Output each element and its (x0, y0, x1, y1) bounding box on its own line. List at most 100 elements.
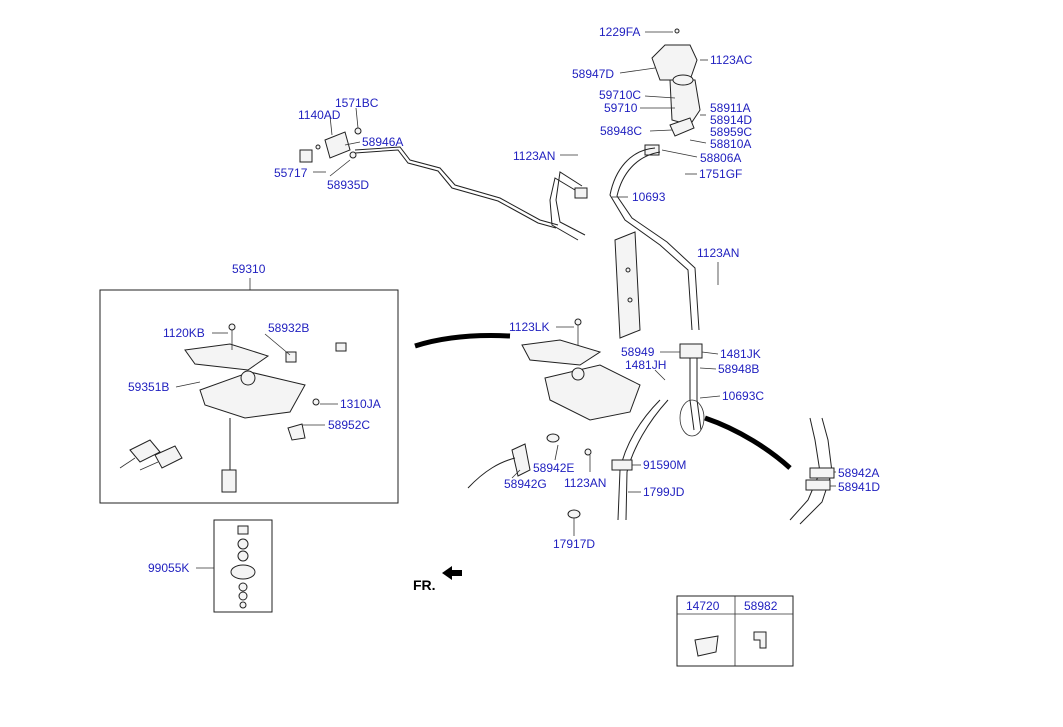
brake-line-tube-2 (354, 149, 557, 229)
bracket-55717 (299, 149, 313, 163)
bolt-1140AD (315, 144, 321, 150)
bracket-hole-1 (625, 267, 631, 273)
label-99055K: 99055K (148, 561, 189, 575)
hose-10693-a (609, 147, 693, 331)
clip-58982-icon (753, 631, 767, 649)
hose-10693-b (616, 151, 700, 331)
hoses-upper (549, 147, 700, 331)
reservoir-59710 (669, 79, 701, 126)
bracket-58947D (651, 44, 698, 81)
clamp-58911A (669, 117, 695, 137)
sensor-lead-a (119, 457, 136, 469)
label-58948C: 58948C (600, 124, 642, 138)
switch-right (335, 342, 347, 352)
label-1229FA: 1229FA (599, 25, 640, 39)
oring-1 (237, 538, 249, 550)
brake-line-tube-1 (354, 146, 559, 226)
label-55717: 55717 (274, 166, 308, 180)
nut-1310JA (312, 398, 320, 406)
mount-bracket (614, 231, 641, 339)
oring-3 (238, 582, 248, 592)
box-59310 (99, 289, 399, 504)
label-58948B: 58948B (718, 362, 759, 376)
label-1140AD: 1140AD (298, 108, 341, 122)
label-1481JH: 1481JH (625, 358, 666, 372)
part-labels: 1229FA 1123AC 58947D 59710C 59710 58911A… (128, 25, 880, 575)
label-58914D: 58914D (710, 113, 752, 127)
leader-lines (175, 31, 836, 536)
oring-5 (239, 601, 247, 609)
valve-58946A (324, 131, 351, 159)
legend-table: 14720 58982 (676, 595, 794, 667)
clamp-91590M (611, 459, 633, 471)
reservoir-assembly (644, 28, 701, 156)
label-58952C: 58952C (328, 418, 370, 432)
hose-lower-b (625, 399, 669, 521)
label-58949: 58949 (621, 345, 655, 359)
clamp-58941D (805, 479, 831, 491)
nut-58935D (349, 151, 357, 159)
detail-circle (679, 399, 705, 437)
oring-4 (238, 591, 248, 601)
label-59310: 59310 (232, 262, 266, 276)
front-label: FR. (413, 577, 436, 593)
pipe-loop-2 (555, 171, 586, 236)
pedal-pivot (240, 370, 256, 386)
connector-58942G (511, 443, 531, 477)
sensor-b (154, 445, 183, 469)
seal-kit-box (196, 519, 273, 613)
label-10693: 10693 (632, 190, 666, 204)
swoosh-right (704, 415, 792, 470)
sensor-lead-b (139, 461, 159, 471)
connector-lead (467, 457, 516, 489)
swoosh-left (414, 333, 511, 349)
front-indicator: FR. (413, 566, 462, 593)
brake-line (299, 127, 559, 229)
label-58911A: 58911A (710, 101, 750, 115)
label-58932B: 58932B (268, 321, 309, 335)
hose-10693C-b (696, 358, 702, 431)
bracket-lower (221, 469, 237, 493)
clamp-58942A (809, 467, 835, 479)
hose-detail-right (789, 417, 835, 525)
label-10693C: 10693C (722, 389, 764, 403)
label-59351B: 59351B (128, 380, 169, 394)
bolt-1123AN-c (584, 448, 592, 456)
label-58947D: 58947D (572, 67, 614, 81)
label-1799JD: 1799JD (643, 485, 685, 499)
bolt-1229FA (674, 28, 680, 34)
oring-2 (237, 550, 249, 562)
label-58810A: 58810A (710, 137, 751, 151)
hose-10693C-a (689, 358, 695, 431)
label-1123AN-mid: 1123AN (697, 246, 739, 260)
pedal-box-59310 (99, 278, 399, 504)
label-58946A: 58946A (362, 135, 403, 149)
label-59710C: 59710C (599, 88, 641, 102)
bracket-hole-2 (627, 297, 633, 303)
label-1120KB: 1120KB (163, 326, 205, 340)
pedal-pivot-center (571, 367, 585, 381)
label-1123AC: 1123AC (710, 53, 753, 67)
switch-58932B (285, 351, 297, 363)
pipe-loop-1 (549, 177, 579, 241)
pedal-assembly-center (467, 318, 641, 489)
bolt-1123LK (574, 318, 582, 326)
label-58942E: 58942E (533, 461, 574, 475)
pedal-bracket-center (544, 364, 641, 421)
label-1123AN-low: 1123AN (564, 476, 606, 490)
bracket-plate (614, 231, 641, 339)
reservoir-cap (672, 74, 694, 86)
bolt-1120KB (228, 323, 236, 331)
clip-1123AN-a (574, 187, 588, 199)
label-17917D: 17917D (553, 537, 595, 551)
label-1751GF: 1751GF (699, 167, 742, 181)
label-1571BC: 1571BC (335, 96, 379, 110)
label-1310JA: 1310JA (340, 397, 381, 411)
bolt-1571BC (354, 127, 362, 135)
pedal-pad (184, 343, 270, 371)
plug-17917D (567, 509, 581, 519)
clamp-14720-icon (694, 635, 719, 657)
label-58935D: 58935D (327, 178, 369, 192)
label-58941D: 58941D (838, 480, 880, 494)
